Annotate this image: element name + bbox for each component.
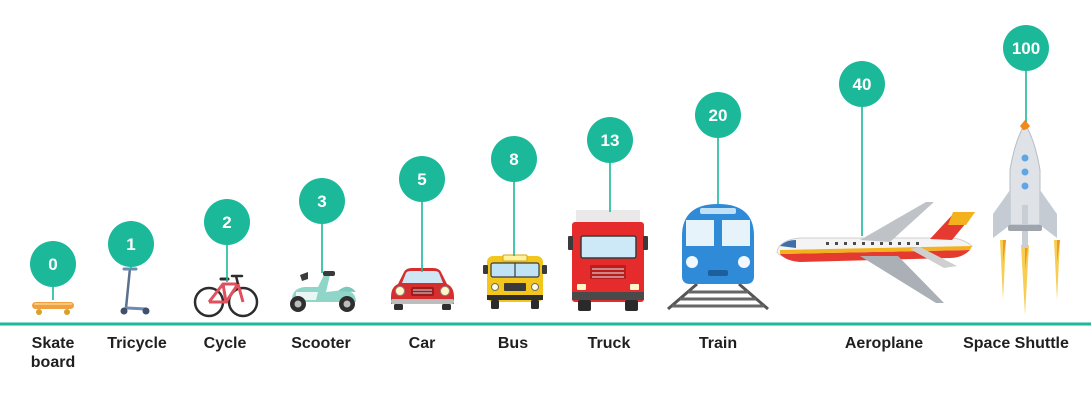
truck-icon [568,210,648,311]
car-icon [391,268,454,310]
value-text: 3 [317,192,326,211]
value-text: 8 [509,150,518,169]
value-bubble [108,221,154,267]
vehicle-label: Skate [32,335,75,352]
value-bubble [839,61,885,107]
vespa-scooter-icon [290,271,356,312]
value-text: 2 [222,213,231,232]
value-bubble [491,136,537,182]
skateboard-icon [32,302,74,315]
vehicle-label: Aeroplane [845,335,923,352]
school-bus-icon [483,254,547,309]
vehicle-label: Space Shuttle [963,335,1069,352]
vehicle-label: Bus [498,335,528,352]
scooter-kick-icon [120,267,150,315]
vehicle-label: Car [409,335,436,352]
value-bubble [695,92,741,138]
rocket-icon [993,120,1060,315]
value-marker: 8 [491,136,537,256]
value-bubble [399,156,445,202]
vehicle-label: Truck [588,335,631,352]
value-marker: 5 [399,156,445,272]
value-marker: 2 [204,199,250,282]
vehicle-label: Cycle [204,335,247,352]
value-text: 0 [48,255,57,274]
vehicle-labels: Skate board Tricycle Cycle Scooter Car Bus Truc… [31,335,1069,371]
bicycle-icon [193,274,259,318]
value-bubble [299,178,345,224]
airplane-icon [776,202,975,303]
value-text: 13 [601,131,620,150]
value-bubble [1003,25,1049,71]
train-icon [667,204,769,311]
value-marker: 0 [30,241,76,300]
value-marker: 13 [587,117,633,212]
value-text: 100 [1012,39,1040,58]
value-text: 1 [126,235,135,254]
value-bubble [587,117,633,163]
value-marker: 100 [1003,25,1049,122]
value-text: 20 [709,106,728,125]
value-marker: 20 [695,92,741,204]
value-marker: 1 [108,221,154,270]
value-markers: 0 1 2 3 5 8 13 20 40 100 [30,25,1049,300]
vehicle-label: Scooter [291,335,351,352]
value-bubble [30,241,76,287]
value-marker: 40 [839,61,885,236]
value-text: 5 [417,170,426,189]
vehicle-label: Train [699,335,737,352]
vehicle-label: Tricycle [107,335,167,352]
vehicle-label: board [31,354,75,371]
value-text: 40 [853,75,872,94]
value-marker: 3 [299,178,345,273]
value-bubble [204,199,250,245]
